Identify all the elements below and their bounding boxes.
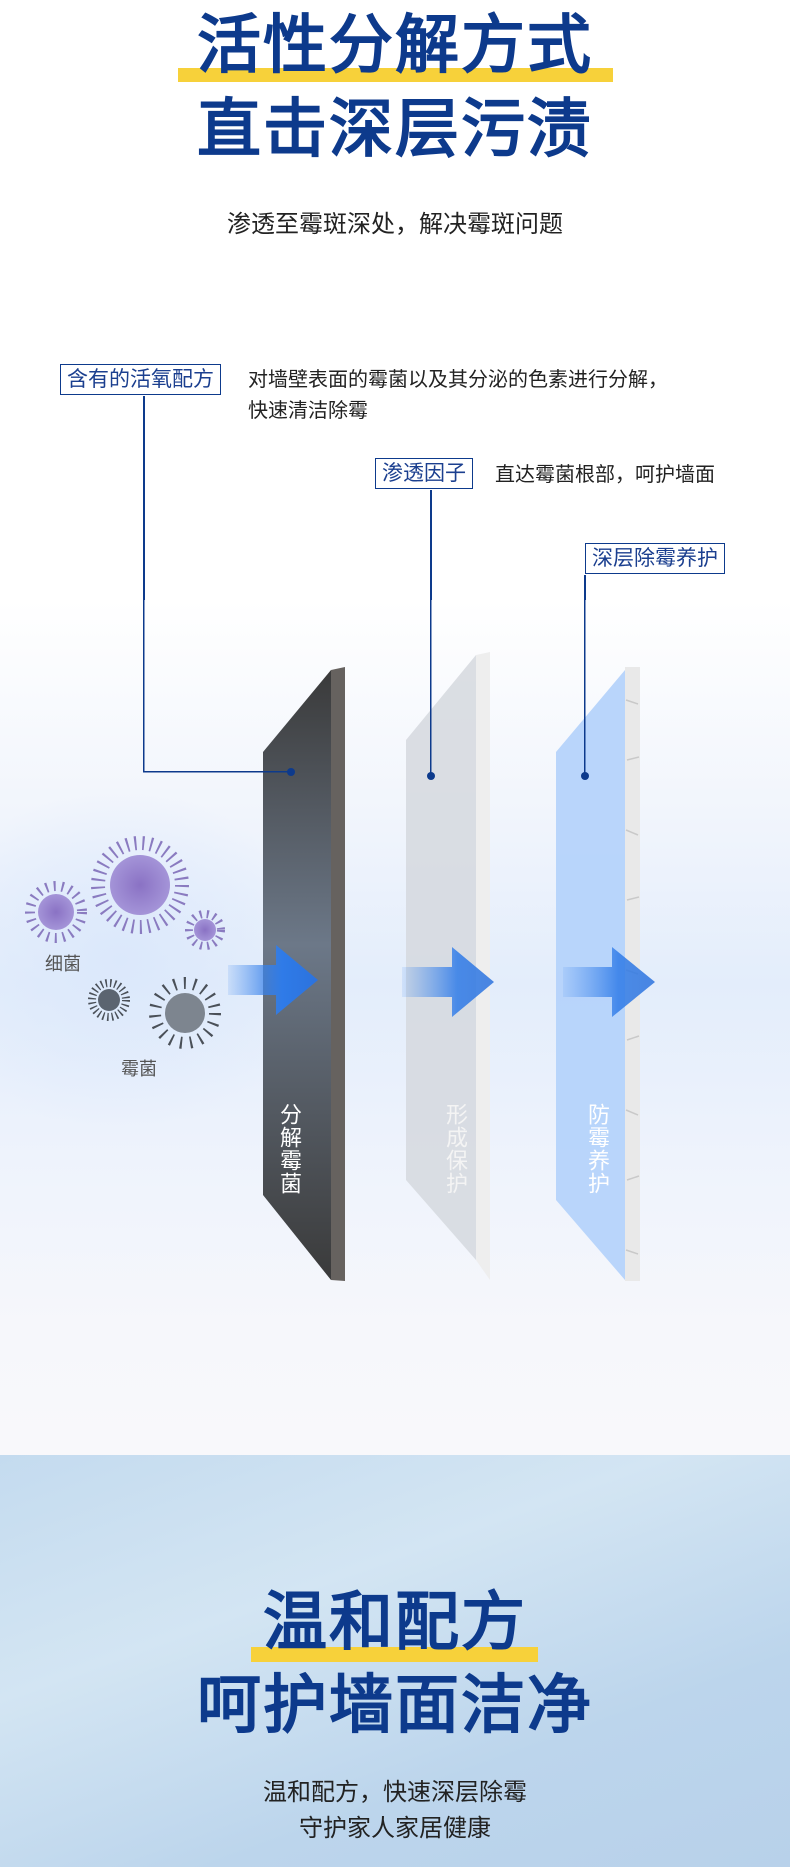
layer-label-protect: 形成保护 <box>442 1103 467 1195</box>
leader-lines <box>143 600 589 780</box>
page-title-line1: 活性分解方式 <box>197 9 593 83</box>
callout-tag-deep-care: 深层除霉养护 <box>585 543 725 574</box>
layer-label-care: 防霉养护 <box>584 1103 609 1195</box>
footer-title-line1: 温和配方 <box>263 1586 527 1660</box>
label-bacteria: 细菌 <box>45 954 81 975</box>
callout-desc-2: 直达霉菌根部，呵护墙面 <box>495 462 715 486</box>
mold-icon <box>88 977 221 1049</box>
title-highlight <box>178 68 613 82</box>
layer-diagram <box>0 600 655 1281</box>
footer-subtitle-line1: 温和配方，快速深层除霉 <box>263 1778 527 1806</box>
layer-label-decompose: 分解霉菌 <box>276 1103 301 1195</box>
arrow-icon <box>563 947 655 1017</box>
callout-desc-1b: 快速清洁除霉 <box>248 398 368 422</box>
bacteria-icon <box>25 836 225 950</box>
footer-title-highlight <box>251 1647 538 1662</box>
layer-panel-protect-edge <box>476 652 490 1280</box>
callout-desc-1a: 对墙壁表面的霉菌以及其分泌的色素进行分解， <box>248 367 668 391</box>
arrow-icon <box>402 947 494 1017</box>
page-title-line2: 直击深层污渍 <box>197 93 593 167</box>
leader-line-1 <box>143 396 145 600</box>
microbe-glow <box>0 790 320 1130</box>
callout-tag-penetration: 渗透因子 <box>375 458 473 489</box>
layer-panel-decompose-edge <box>331 667 345 1281</box>
page-subtitle: 渗透至霉斑深处，解决霉斑问题 <box>227 210 563 238</box>
callout-tag-active-oxygen: 含有的活氧配方 <box>60 364 221 395</box>
footer-subtitle-line2: 守护家人家居健康 <box>299 1814 491 1842</box>
arrow-icon <box>228 945 318 1015</box>
label-mold: 霉菌 <box>121 1059 157 1080</box>
leader-line-3 <box>584 575 586 600</box>
layer-panel-protect <box>406 655 476 1260</box>
footer-title-line2: 呵护墙面洁净 <box>197 1669 593 1743</box>
leader-line-2 <box>430 490 432 600</box>
